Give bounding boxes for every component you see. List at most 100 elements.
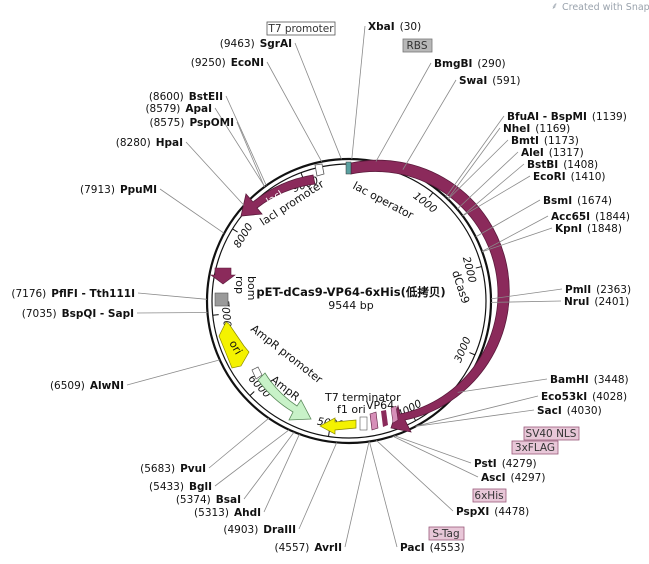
restriction-site[interactable]: AlwNI(6509) <box>50 380 124 392</box>
site-name: XbaI <box>368 21 395 33</box>
site-name: PpuMI <box>120 184 157 196</box>
site-position: (3448) <box>594 374 629 386</box>
site-leader-line <box>490 300 562 303</box>
site-position: (4557) <box>274 542 309 554</box>
site-leader-line <box>415 395 539 427</box>
lac-operator-label: lac operator <box>351 179 416 222</box>
lac-operator-feature[interactable] <box>345 161 352 175</box>
t7-terminator-feature[interactable] <box>359 416 368 431</box>
restriction-site[interactable]: NruI(2401) <box>564 296 629 308</box>
restriction-site[interactable]: PvuI(5683) <box>140 463 206 475</box>
site-position: (5433) <box>149 481 184 493</box>
site-leader-line <box>344 441 370 548</box>
site-position: (4297) <box>511 472 546 484</box>
bom-feature[interactable] <box>214 292 229 307</box>
restriction-site[interactable]: PflFI - Tth111I(7176) <box>11 288 135 300</box>
bom-label: bom <box>245 276 258 300</box>
restriction-site[interactable]: PstI(4279) <box>474 458 537 470</box>
site-position: (1173) <box>544 135 579 147</box>
ori-feature-arrow[interactable] <box>218 321 250 369</box>
flag-feature[interactable] <box>390 405 399 424</box>
restriction-site[interactable]: PspOMI(8575) <box>150 117 234 129</box>
restriction-site[interactable]: BstBI(1408) <box>527 159 598 171</box>
restriction-site[interactable]: EcoRI(1410) <box>533 171 606 183</box>
site-leader-line <box>159 188 225 234</box>
restriction-site[interactable]: SgrAI(9463) <box>220 38 292 50</box>
rbs-box[interactable]: RBS <box>402 38 433 53</box>
tick-mark <box>232 228 238 233</box>
restriction-site[interactable]: SacI(4030) <box>537 405 602 417</box>
laci-feature-arrow[interactable] <box>240 174 316 217</box>
site-name: BglI <box>189 481 212 493</box>
restriction-site[interactable]: AscI(4297) <box>481 472 545 484</box>
restriction-site[interactable]: EcoNI(9250) <box>191 57 264 69</box>
restriction-site[interactable]: XbaI (30) <box>368 21 421 33</box>
site-position: (4028) <box>592 391 627 403</box>
restriction-site[interactable]: ApaI(8579) <box>145 103 212 115</box>
restriction-site[interactable]: BmgBI(290) <box>434 58 506 70</box>
restriction-site[interactable]: BstEII(8600) <box>149 91 223 103</box>
restriction-site[interactable]: PacI(4553) <box>400 542 465 554</box>
tick-mark <box>212 314 219 316</box>
site-leader-line <box>392 435 479 478</box>
f1-ori-feature-arrow[interactable] <box>319 417 357 435</box>
sv40-nls-box[interactable]: SV40 NLS <box>523 426 580 441</box>
dcas9-feature-arrow[interactable] <box>350 159 510 433</box>
site-leader-line <box>298 442 338 530</box>
flag-box[interactable]: 3xFLAG <box>511 440 559 455</box>
restriction-site[interactable]: PspXI(4478) <box>456 506 529 518</box>
restriction-site[interactable]: BmtI(1173) <box>511 135 579 147</box>
site-position: (8280) <box>116 137 151 149</box>
restriction-site[interactable]: AleI(1317) <box>521 147 584 159</box>
restriction-site[interactable]: BamHI(3448) <box>550 374 629 386</box>
his-tag-feature[interactable] <box>381 410 388 427</box>
t7-terminator-label: T7 terminator <box>324 391 401 404</box>
site-name: EcoRI <box>533 171 566 183</box>
restriction-site[interactable]: KpnI(1848) <box>555 223 622 235</box>
restriction-site[interactable]: NheI(1169) <box>503 123 570 135</box>
restriction-site[interactable]: BsmI(1674) <box>543 195 612 207</box>
rop-feature-arrow[interactable] <box>210 267 236 285</box>
restriction-site[interactable]: SwaI(591) <box>459 75 521 87</box>
restriction-site[interactable]: BsaI(5374) <box>176 494 241 506</box>
watermark-icon: ⸙ <box>551 1 558 12</box>
site-position: (2401) <box>594 296 629 308</box>
site-position: (8600) <box>149 91 184 103</box>
tick-label: 7000 <box>218 300 233 328</box>
site-position: (30) <box>400 21 422 33</box>
site-leader-line <box>456 151 519 210</box>
laci-promoter-feature[interactable] <box>314 163 325 177</box>
restriction-site[interactable]: BspQI - SapI(7035) <box>22 308 134 320</box>
site-leader-line <box>185 141 245 206</box>
his-box[interactable]: 6xHis <box>472 488 507 503</box>
vp64-feature[interactable] <box>369 411 379 431</box>
restriction-site[interactable]: HpaI(8280) <box>116 137 183 149</box>
ampr-feature-arrow[interactable] <box>257 372 312 421</box>
site-name: Acc65I <box>551 211 590 223</box>
site-position: (4030) <box>567 405 602 417</box>
stag-box[interactable]: S-Tag <box>428 526 465 541</box>
site-leader-line <box>415 409 535 427</box>
t7-promoter-box[interactable]: T7 promoter <box>266 21 336 36</box>
site-position: (4903) <box>223 524 258 536</box>
site-leader-line <box>136 312 208 314</box>
site-position: (9250) <box>191 57 226 69</box>
restriction-site[interactable]: AvrII(4557) <box>274 542 342 554</box>
restriction-site[interactable]: DraIII(4903) <box>223 524 296 536</box>
site-leader-line <box>214 107 266 187</box>
stag-label: S-Tag <box>432 528 459 540</box>
restriction-site[interactable]: AhdI(5313) <box>194 507 261 519</box>
restriction-site[interactable]: Acc65I(1844) <box>551 211 630 223</box>
restriction-site[interactable]: Eco53kI(4028) <box>541 391 627 403</box>
site-leader-line <box>225 95 267 186</box>
restriction-site[interactable]: BfuAI - BspMI(1139) <box>507 111 627 123</box>
site-leader-line <box>462 175 531 217</box>
tick-mark <box>475 266 482 269</box>
site-leader-line <box>266 61 323 162</box>
ampr-promoter-feature[interactable] <box>251 366 263 380</box>
plasmid-name: pET-dCas9-VP64-6xHis(低拷贝) <box>256 285 445 299</box>
restriction-site[interactable]: PpuMI(7913) <box>80 184 157 196</box>
restriction-site[interactable]: BglI (5433) <box>149 481 212 493</box>
restriction-site[interactable]: PmlI(2363) <box>565 284 631 296</box>
